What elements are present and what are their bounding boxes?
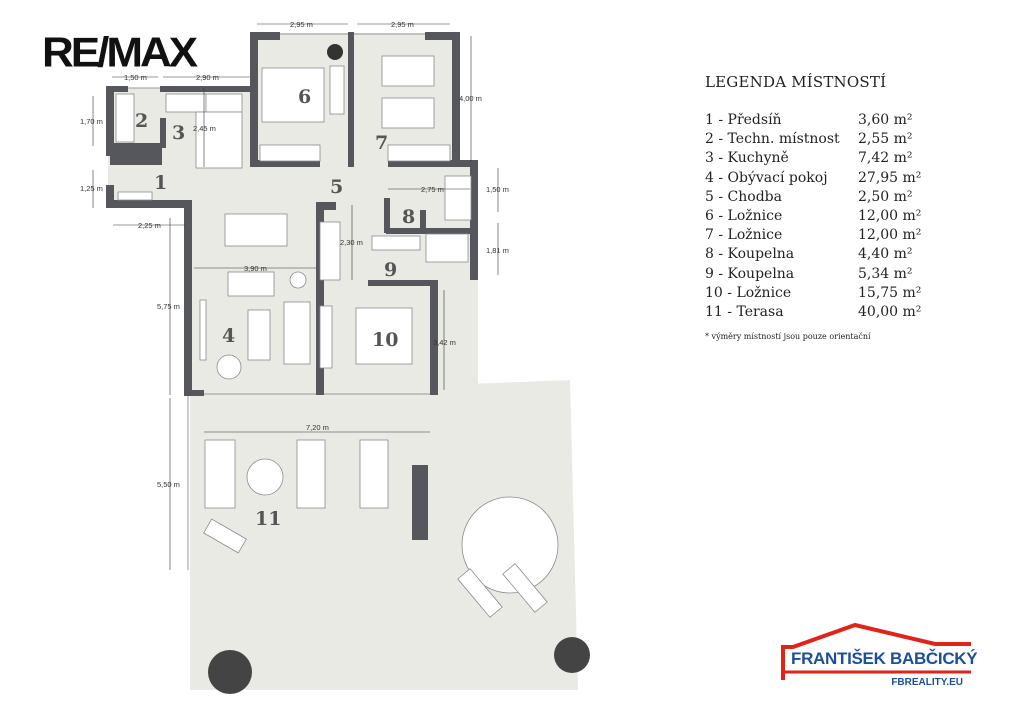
dim-kitchen-height: 2,45 m: [193, 124, 216, 133]
legend-row: 1 - Předsíň 3,60 m²: [705, 111, 921, 130]
dim-living-height: 5,75 m: [157, 302, 180, 311]
fbreality-logo: FRANTIŠEK BABČICKÝ FBREALITY.EU: [775, 622, 978, 692]
dim-terrace-height: 5,50 m: [157, 480, 180, 489]
legend-row: 10 - Ložnice 15,75 m²: [705, 284, 921, 303]
walls: [106, 32, 478, 396]
legend-room-area: 12,00 m²: [858, 227, 922, 244]
legend-room-name: 8 - Koupelna: [705, 246, 795, 263]
room-number-11: 11: [255, 508, 281, 530]
dim-bedroom6-width: 2,95 m: [290, 20, 313, 29]
legend-room-area: 2,50 m²: [858, 188, 913, 205]
legend-room-name: 9 - Koupelna: [705, 265, 795, 282]
dim-terrace-width: 7,20 m: [306, 423, 329, 432]
legend-room-name: 2 - Techn. místnost: [705, 131, 840, 148]
dimension-labels: 2,95 m 2,95 m 1,50 m 2,90 m 1,70 m 2,45 …: [80, 20, 509, 489]
house-roof-icon: [781, 622, 971, 680]
room-number-5: 5: [330, 176, 343, 198]
dim-hall-height: 2,30 m: [340, 238, 363, 247]
dim-entry-height: 1,25 m: [80, 184, 103, 193]
room-number-9: 9: [384, 259, 397, 281]
dim-bedroom7-height: 4,00 m: [459, 94, 482, 103]
legend-room-name: 1 - Předsíň: [705, 112, 782, 128]
room-numbers: 1 2 3 4 5 6 7 8 9 10 11: [135, 86, 415, 530]
legend-room-name: 4 - Obývací pokoj: [705, 169, 828, 186]
dim-tech-width: 1,50 m: [124, 73, 147, 82]
legend-row: 7 - Ložnice 12,00 m²: [705, 226, 921, 245]
legend-room-name: 10 - Ložnice: [705, 284, 792, 301]
legend-room-area: 27,95 m²: [858, 169, 922, 186]
legend-room-area: 40,00 m²: [858, 304, 922, 321]
room-number-1: 1: [154, 172, 167, 194]
room-number-4: 4: [222, 325, 235, 347]
room-number-6: 6: [298, 86, 311, 108]
dim-bath9-height: 1,81 m: [486, 246, 509, 255]
room-legend: LEGENDA MÍSTNOSTÍ 1 - Předsíň 3,60 m² 2 - …: [705, 73, 921, 341]
legend-room-area: 2,55 m²: [858, 131, 913, 148]
dim-tech-height: 1,70 m: [80, 117, 103, 126]
dim-living-width: 3,90 m: [244, 264, 267, 273]
dim-bath8-width: 2,75 m: [421, 185, 444, 194]
dim-kitchen-width: 2,90 m: [196, 73, 219, 82]
legend-row: 4 - Obývací pokoj 27,95 m²: [705, 169, 921, 188]
room-number-8: 8: [402, 206, 415, 228]
legend-row: 2 - Techn. místnost 2,55 m²: [705, 130, 921, 149]
room-number-10: 10: [372, 329, 398, 351]
dim-bedroom10-height: 3,42 m: [433, 338, 456, 347]
legend-room-name: 7 - Ložnice: [705, 227, 783, 244]
legend-row: 6 - Ložnice 12,00 m²: [705, 207, 921, 226]
legend-room-name: 6 - Ložnice: [705, 208, 783, 225]
room-number-7: 7: [375, 132, 388, 154]
room-number-3: 3: [172, 122, 185, 144]
legend-note: * výměry místností jsou pouze orientační: [705, 332, 871, 342]
legend-room-area: 4,40 m²: [858, 246, 913, 263]
legend-row: 8 - Koupelna 4,40 m²: [705, 245, 921, 264]
fb-name: FRANTIŠEK BABČICKÝ: [791, 649, 978, 668]
dim-bedroom7-width: 2,95 m: [391, 20, 414, 29]
legend-row: 5 - Chodba 2,50 m²: [705, 188, 921, 207]
legend-title: LEGENDA MÍSTNOSTÍ: [705, 73, 887, 91]
windows: [128, 33, 430, 570]
legend-row: 9 - Koupelna 5,34 m²: [705, 265, 921, 284]
fb-url: FBREALITY.EU: [891, 677, 963, 688]
dim-bath8-height: 1,50 m: [486, 185, 509, 194]
legend-room-area: 12,00 m²: [858, 208, 922, 225]
dimension-lines: [92, 23, 499, 570]
remax-logo: RE/MAX: [42, 29, 198, 76]
legend-room-name: 5 - Chodba: [705, 188, 782, 205]
room-number-2: 2: [135, 110, 148, 132]
legend-room-name: 3 - Kuchyně: [705, 150, 789, 167]
legend-row: 3 - Kuchyně 7,42 m²: [705, 149, 921, 168]
legend-row: 11 - Terasa 40,00 m²: [705, 303, 921, 322]
terrace-floor: [190, 380, 578, 690]
legend-room-area: 15,75 m²: [858, 284, 922, 301]
dim-entry-width: 2,25 m: [138, 221, 161, 230]
legend-room-area: 5,34 m²: [858, 265, 913, 282]
furniture: [115, 44, 590, 694]
legend-room-area: 7,42 m²: [858, 150, 913, 167]
legend-room-area: 3,60 m²: [858, 112, 913, 128]
legend-room-name: 11 - Terasa: [705, 304, 784, 321]
